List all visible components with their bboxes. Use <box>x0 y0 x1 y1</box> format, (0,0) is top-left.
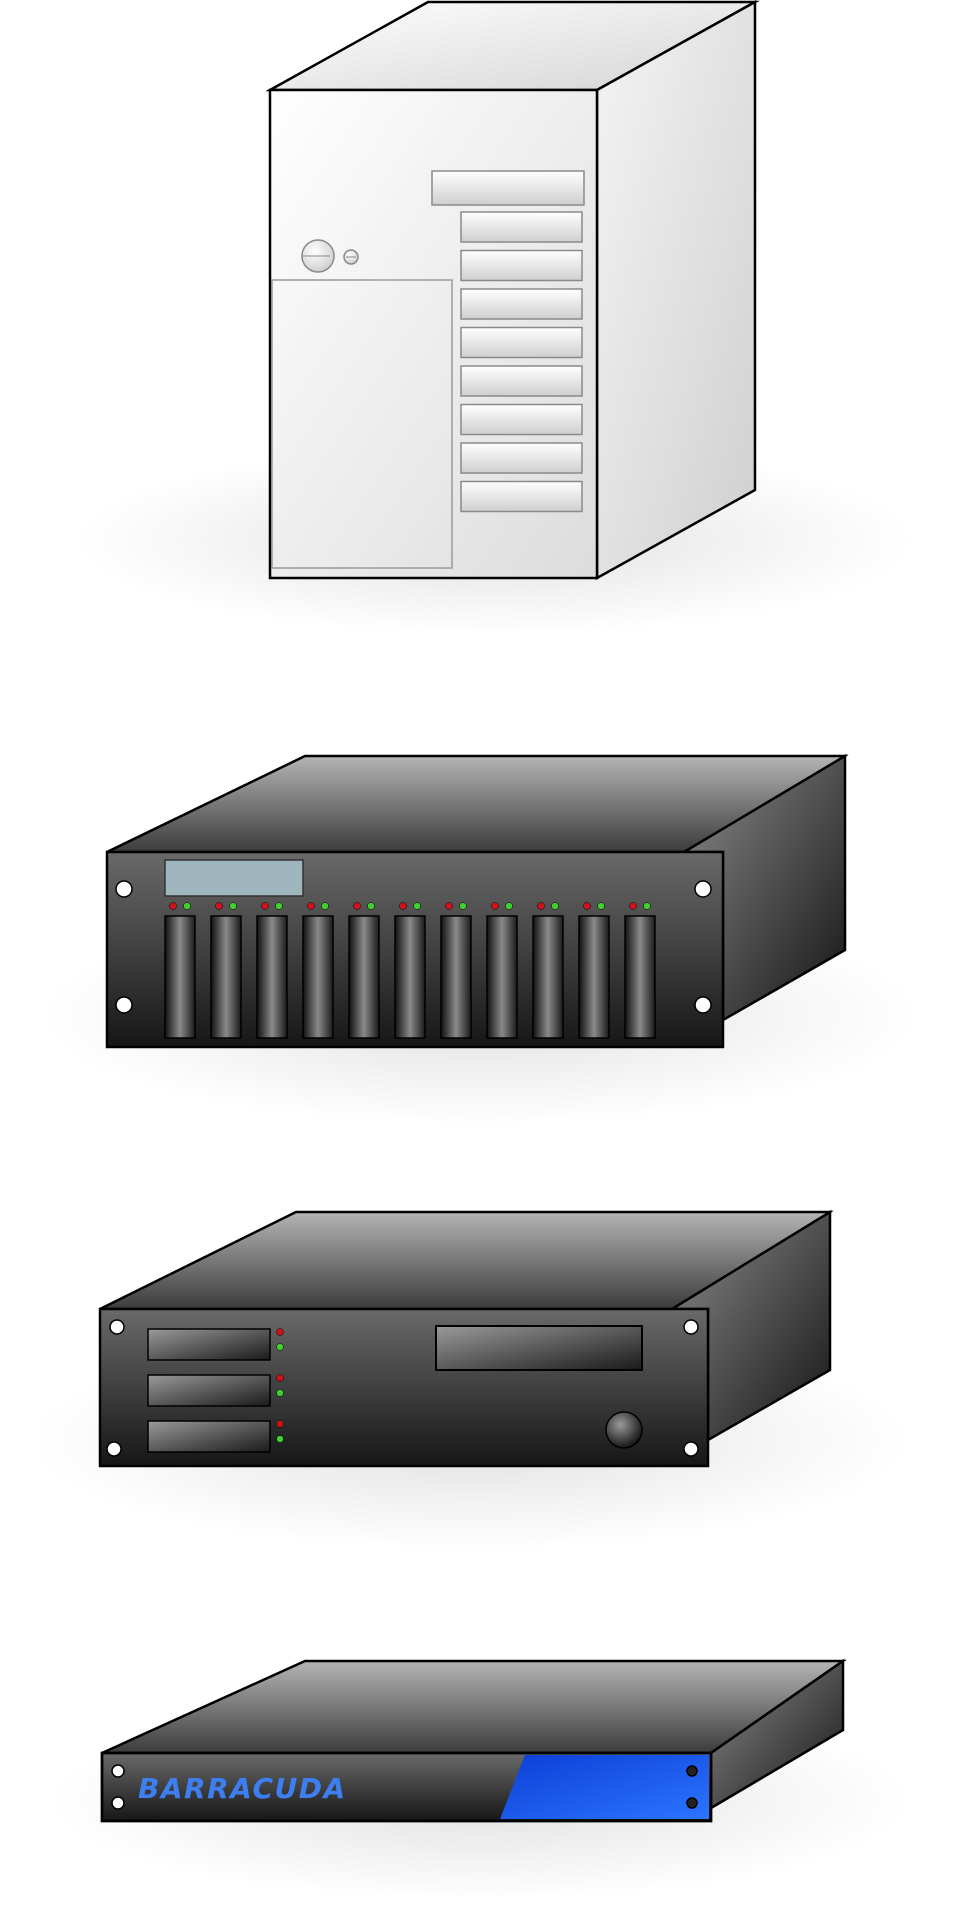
mount-hole <box>683 1319 699 1335</box>
status-led-green <box>643 902 651 910</box>
drive-bay <box>394 915 426 1039</box>
brand-label: BARRACUDA <box>138 1772 347 1805</box>
drive-bay <box>460 365 583 397</box>
drive-bay <box>578 915 610 1039</box>
tower-side <box>595 0 757 581</box>
mount-hole <box>109 1319 125 1335</box>
mount-hole <box>694 996 712 1014</box>
mount-hole <box>111 1796 125 1810</box>
rack-server-4u <box>40 753 920 1125</box>
reset-button[interactable] <box>343 249 359 265</box>
mount-hole <box>686 1765 698 1777</box>
drive-bay <box>460 442 583 474</box>
status-led-green <box>321 902 329 910</box>
tower-drive-bays <box>460 211 583 513</box>
status-led-red <box>276 1420 284 1428</box>
status-led-red <box>169 902 177 910</box>
status-led-red <box>583 902 591 910</box>
drive-bay <box>460 403 583 436</box>
drive-bay <box>624 915 656 1039</box>
drive-slot <box>147 1328 271 1361</box>
mount-hole <box>683 1441 699 1457</box>
mount-hole <box>686 1797 698 1809</box>
rack4u-drive-bays <box>164 902 656 1039</box>
drive-bay <box>460 211 583 243</box>
status-led-green <box>597 902 605 910</box>
mount-hole <box>111 1764 125 1778</box>
status-led-red <box>537 902 545 910</box>
status-led-green <box>505 902 513 910</box>
lcd-display <box>164 859 304 897</box>
drive-bay <box>460 288 583 320</box>
tower-server <box>75 0 915 635</box>
status-led-red <box>307 902 315 910</box>
status-led-green <box>183 902 191 910</box>
power-button[interactable] <box>301 239 335 273</box>
rack-server-2u <box>30 1209 910 1550</box>
status-led-red <box>445 902 453 910</box>
power-knob[interactable] <box>605 1411 643 1449</box>
status-led-red <box>261 902 269 910</box>
drive-slot <box>147 1420 271 1453</box>
tower-wide-bay <box>431 170 585 206</box>
status-led-red <box>399 902 407 910</box>
drive-bay <box>486 915 518 1039</box>
drive-bay <box>164 915 196 1039</box>
status-led-green <box>367 902 375 910</box>
mount-hole <box>106 1441 122 1457</box>
status-led-red <box>353 902 361 910</box>
barracuda-appliance: BARRACUDA <box>50 1658 910 1900</box>
drive-bay <box>460 480 583 513</box>
drive-bay <box>256 915 288 1039</box>
drive-bay <box>460 326 583 359</box>
status-led-red <box>276 1328 284 1336</box>
optical-drive-slot <box>435 1325 643 1371</box>
mount-hole <box>115 880 133 898</box>
status-led-green <box>229 902 237 910</box>
status-led-green <box>276 1389 284 1397</box>
mount-hole <box>694 880 712 898</box>
drive-bay <box>210 915 242 1039</box>
status-led-green <box>413 902 421 910</box>
status-led-green <box>276 1435 284 1443</box>
status-led-red <box>276 1374 284 1382</box>
rack2u-drive-slots <box>147 1328 284 1453</box>
drive-bay <box>348 915 380 1039</box>
brand-blue-panel <box>500 1755 709 1819</box>
drive-bay <box>440 915 472 1039</box>
tower-front-panel <box>271 279 453 569</box>
status-led-red <box>629 902 637 910</box>
status-led-green <box>551 902 559 910</box>
mount-hole <box>115 996 133 1014</box>
drive-bay <box>460 249 583 282</box>
status-led-red <box>215 902 223 910</box>
status-led-green <box>275 902 283 910</box>
status-led-green <box>459 902 467 910</box>
status-led-red <box>491 902 499 910</box>
drive-bay <box>532 915 564 1039</box>
drive-slot <box>147 1374 271 1407</box>
drive-bay <box>302 915 334 1039</box>
status-led-green <box>276 1343 284 1351</box>
